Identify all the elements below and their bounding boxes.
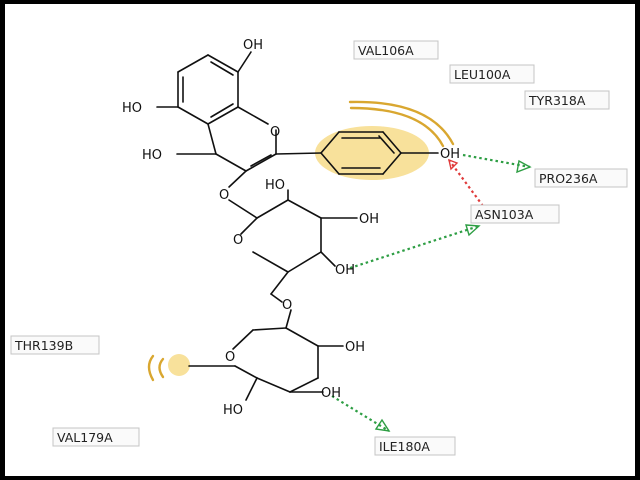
residue-tyr318a: TYR318A	[524, 90, 610, 110]
residue-val106a: VAL106A	[353, 40, 439, 60]
residue-label: TYR318A	[528, 93, 586, 108]
residue-thr139b: THR139B	[10, 335, 100, 355]
atom-oh-sugar1-lower: OH	[335, 263, 355, 278]
atom-oh-sugar2-lower: OH	[321, 386, 341, 401]
hydrophobic-region-phenyl	[315, 126, 429, 180]
atom-ho-sugar1-top: HO	[265, 178, 285, 193]
residue-label: VAL106A	[358, 43, 414, 58]
arrowhead-phenol-oh	[448, 158, 459, 171]
atom-o-glycosidic-2: O	[282, 298, 292, 313]
atom-oh-sugar2-right: OH	[345, 340, 365, 355]
residue-label: VAL179A	[57, 430, 113, 445]
atom-o-chromene-ring: O	[270, 125, 280, 140]
hbond-oh-to-asn103a	[349, 224, 480, 270]
ligand-bonds	[156, 51, 439, 401]
hydrophobic-region-methyl	[168, 354, 190, 376]
atom-ho-left-upper: HO	[122, 101, 142, 116]
residue-pro236a: PRO236A	[534, 168, 628, 188]
atom-labels: OH HO HO O OH O HO OH O OH O O OH OH HO	[122, 38, 460, 418]
hydrogen-bonds	[331, 153, 532, 432]
hbond-oh-to-ile180a	[331, 395, 390, 432]
residue-label: LEU100A	[454, 67, 511, 82]
residue-val179a: VAL179A	[52, 427, 140, 447]
residue-asn103a: ASN103A	[470, 204, 560, 224]
hydrophobic-arcs-methyl	[147, 354, 165, 382]
ligand-interaction-diagram: OH HO HO O OH O HO OH O OH O O OH OH HO	[10, 38, 628, 456]
arrowhead-ile180a	[374, 418, 391, 432]
residue-leu100a: LEU100A	[449, 64, 535, 84]
residue-label: ASN103A	[475, 207, 534, 222]
hbond-asn103a-to-oh	[448, 159, 484, 207]
hydrophobic-arcs-phenyl	[348, 100, 455, 148]
arrowhead-pro236a	[516, 159, 532, 174]
atom-oh-top: OH	[243, 38, 263, 53]
atom-o-sugar2-ring: O	[225, 350, 235, 365]
residue-label: ILE180A	[379, 439, 430, 454]
atom-oh-phenol: OH	[440, 147, 460, 162]
residues: VAL106A LEU100A TYR318A PRO236A ASN103A	[10, 40, 628, 456]
atom-ho-left-lower: HO	[142, 148, 162, 163]
residue-label: PRO236A	[539, 171, 598, 186]
residue-label: THR139B	[14, 338, 73, 353]
diagram-panel: OH HO HO O OH O HO OH O OH O O OH OH HO	[5, 4, 635, 476]
atom-oh-sugar1-right: OH	[359, 212, 379, 227]
arrowhead-asn103a	[465, 224, 481, 237]
atom-o-glycosidic-1: O	[219, 188, 229, 203]
atom-o-sugar1-ring: O	[233, 233, 243, 248]
atom-ho-sugar2-bottom: HO	[223, 403, 243, 418]
residue-ile180a: ILE180A	[374, 436, 456, 456]
